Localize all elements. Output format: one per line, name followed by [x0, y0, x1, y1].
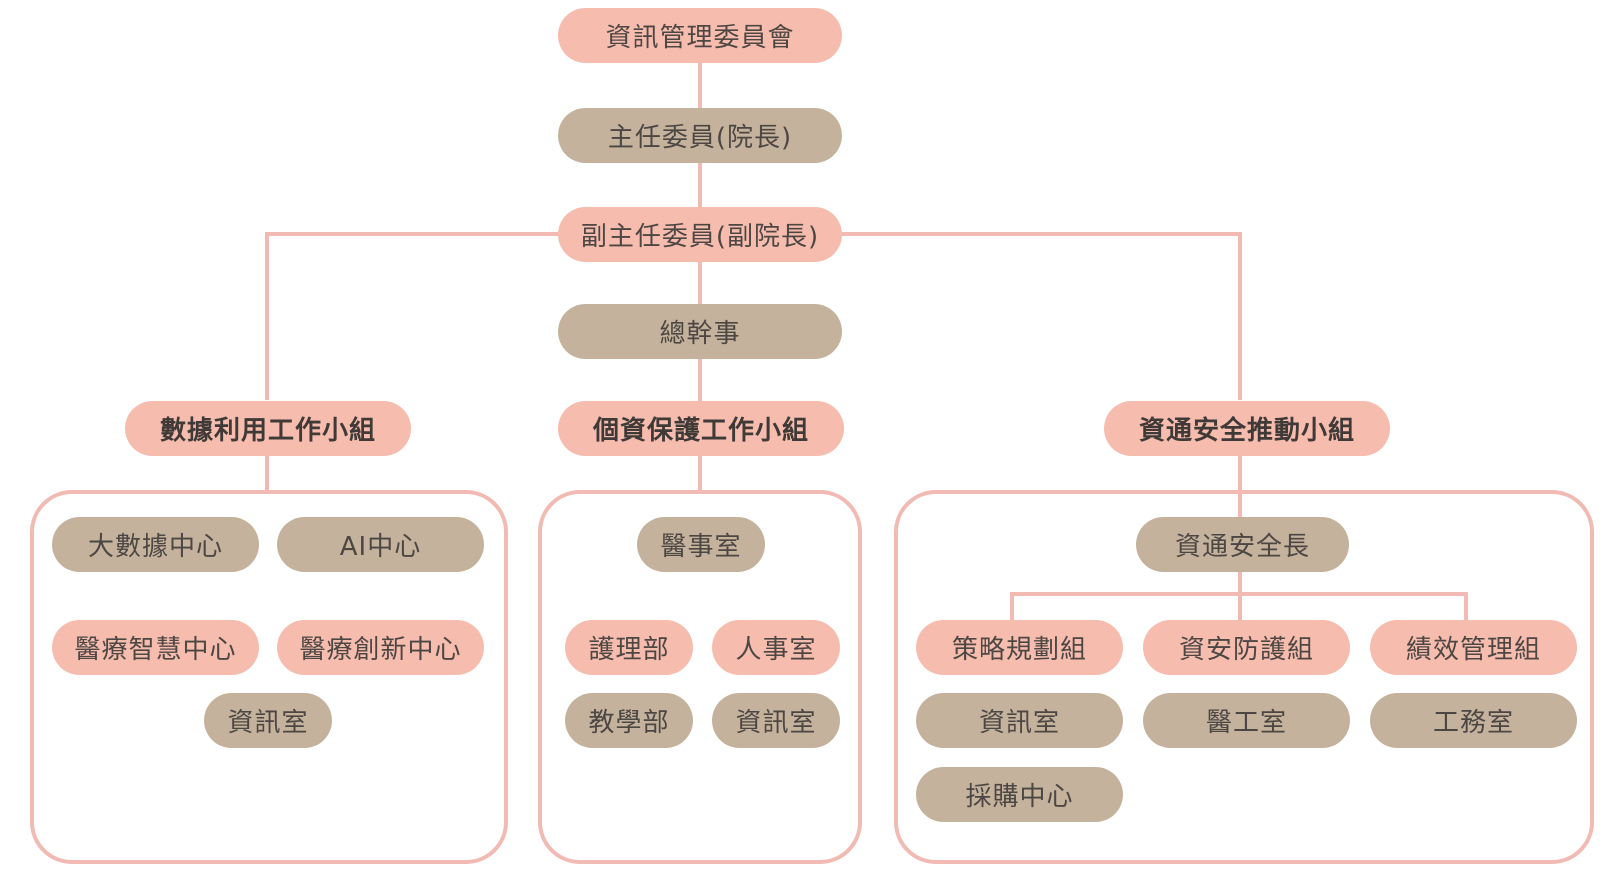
- privacy-head-medical-affairs: 醫事室: [637, 517, 765, 572]
- data-member-big-data-center: 大數據中心: [52, 517, 259, 572]
- data-group-box: [30, 490, 508, 864]
- privacy-group-title: 個資保護工作小組: [558, 401, 844, 456]
- security-member-it-office: 資訊室: [916, 693, 1123, 748]
- privacy-group-box: [538, 490, 862, 864]
- privacy-member-education: 教學部: [565, 693, 693, 748]
- committee-node: 資訊管理委員會: [558, 8, 842, 63]
- chair-node: 主任委員(院長): [558, 108, 842, 163]
- privacy-member-nursing: 護理部: [565, 620, 693, 675]
- security-head-ciso: 資通安全長: [1136, 517, 1349, 572]
- privacy-member-it-office: 資訊室: [712, 693, 840, 748]
- security-team-strategy: 策略規劃組: [916, 620, 1123, 675]
- privacy-member-personnel: 人事室: [712, 620, 840, 675]
- security-team-protection: 資安防護組: [1143, 620, 1350, 675]
- secretary-node: 總幹事: [558, 304, 842, 359]
- security-member-biomed-engineering: 醫工室: [1143, 693, 1350, 748]
- connector-right-branch: [840, 232, 1242, 400]
- data-member-medical-innovation-center: 醫療創新中心: [277, 620, 484, 675]
- data-member-ai-center: AI中心: [277, 517, 484, 572]
- security-group-title: 資通安全推動小組: [1104, 401, 1390, 456]
- security-group-box: [894, 490, 1594, 864]
- data-member-smart-medical-center: 醫療智慧中心: [52, 620, 259, 675]
- connector-left-branch: [265, 232, 560, 400]
- security-team-performance: 績效管理組: [1370, 620, 1577, 675]
- data-group-title: 數據利用工作小組: [125, 401, 411, 456]
- connector-security-teams: [1010, 592, 1468, 620]
- security-member-procurement: 採購中心: [916, 767, 1123, 822]
- security-member-facilities: 工務室: [1370, 693, 1577, 748]
- data-member-it-office: 資訊室: [204, 693, 332, 748]
- vice-chair-node: 副主任委員(副院長): [558, 207, 842, 262]
